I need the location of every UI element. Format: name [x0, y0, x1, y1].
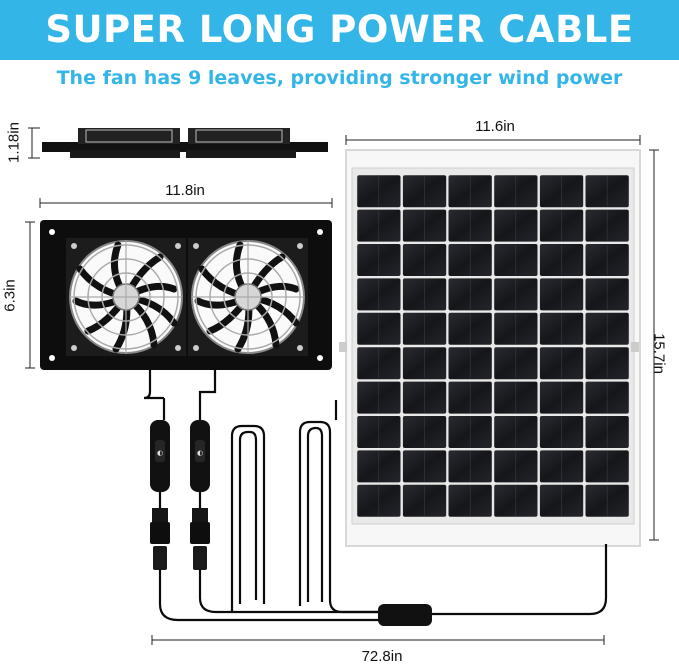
- svg-text:◐: ◐: [197, 449, 203, 457]
- power-cable: [143, 370, 608, 622]
- title-banner: SUPER LONG POWER CABLE: [0, 0, 679, 60]
- dim-fan-height: 6.3in: [1, 279, 19, 312]
- connector-left: [150, 508, 170, 570]
- solar-panel: [339, 149, 641, 547]
- subtitle: The fan has 9 leaves, providing stronger…: [56, 67, 623, 89]
- fan-side-view: [42, 128, 328, 158]
- inline-switch-right: ◐: [190, 420, 210, 492]
- inline-switch-left: ◐: [150, 420, 170, 492]
- solar-cells: [357, 175, 629, 517]
- y-splitter: [378, 604, 432, 626]
- fan-left: [66, 238, 186, 356]
- svg-text:◐: ◐: [157, 449, 163, 457]
- dim-fan-width: 11.8in: [165, 182, 205, 199]
- dim-panel-height: 15.7in: [650, 333, 668, 374]
- fan-right: [188, 238, 308, 356]
- banner-title: SUPER LONG POWER CABLE: [45, 8, 634, 51]
- dim-fan-depth: 1.18in: [5, 122, 23, 163]
- dim-cable-length: 72.8in: [361, 648, 403, 665]
- connector-right: [190, 508, 210, 570]
- fan-unit: [40, 220, 332, 370]
- dim-panel-width: 11.6in: [475, 118, 515, 135]
